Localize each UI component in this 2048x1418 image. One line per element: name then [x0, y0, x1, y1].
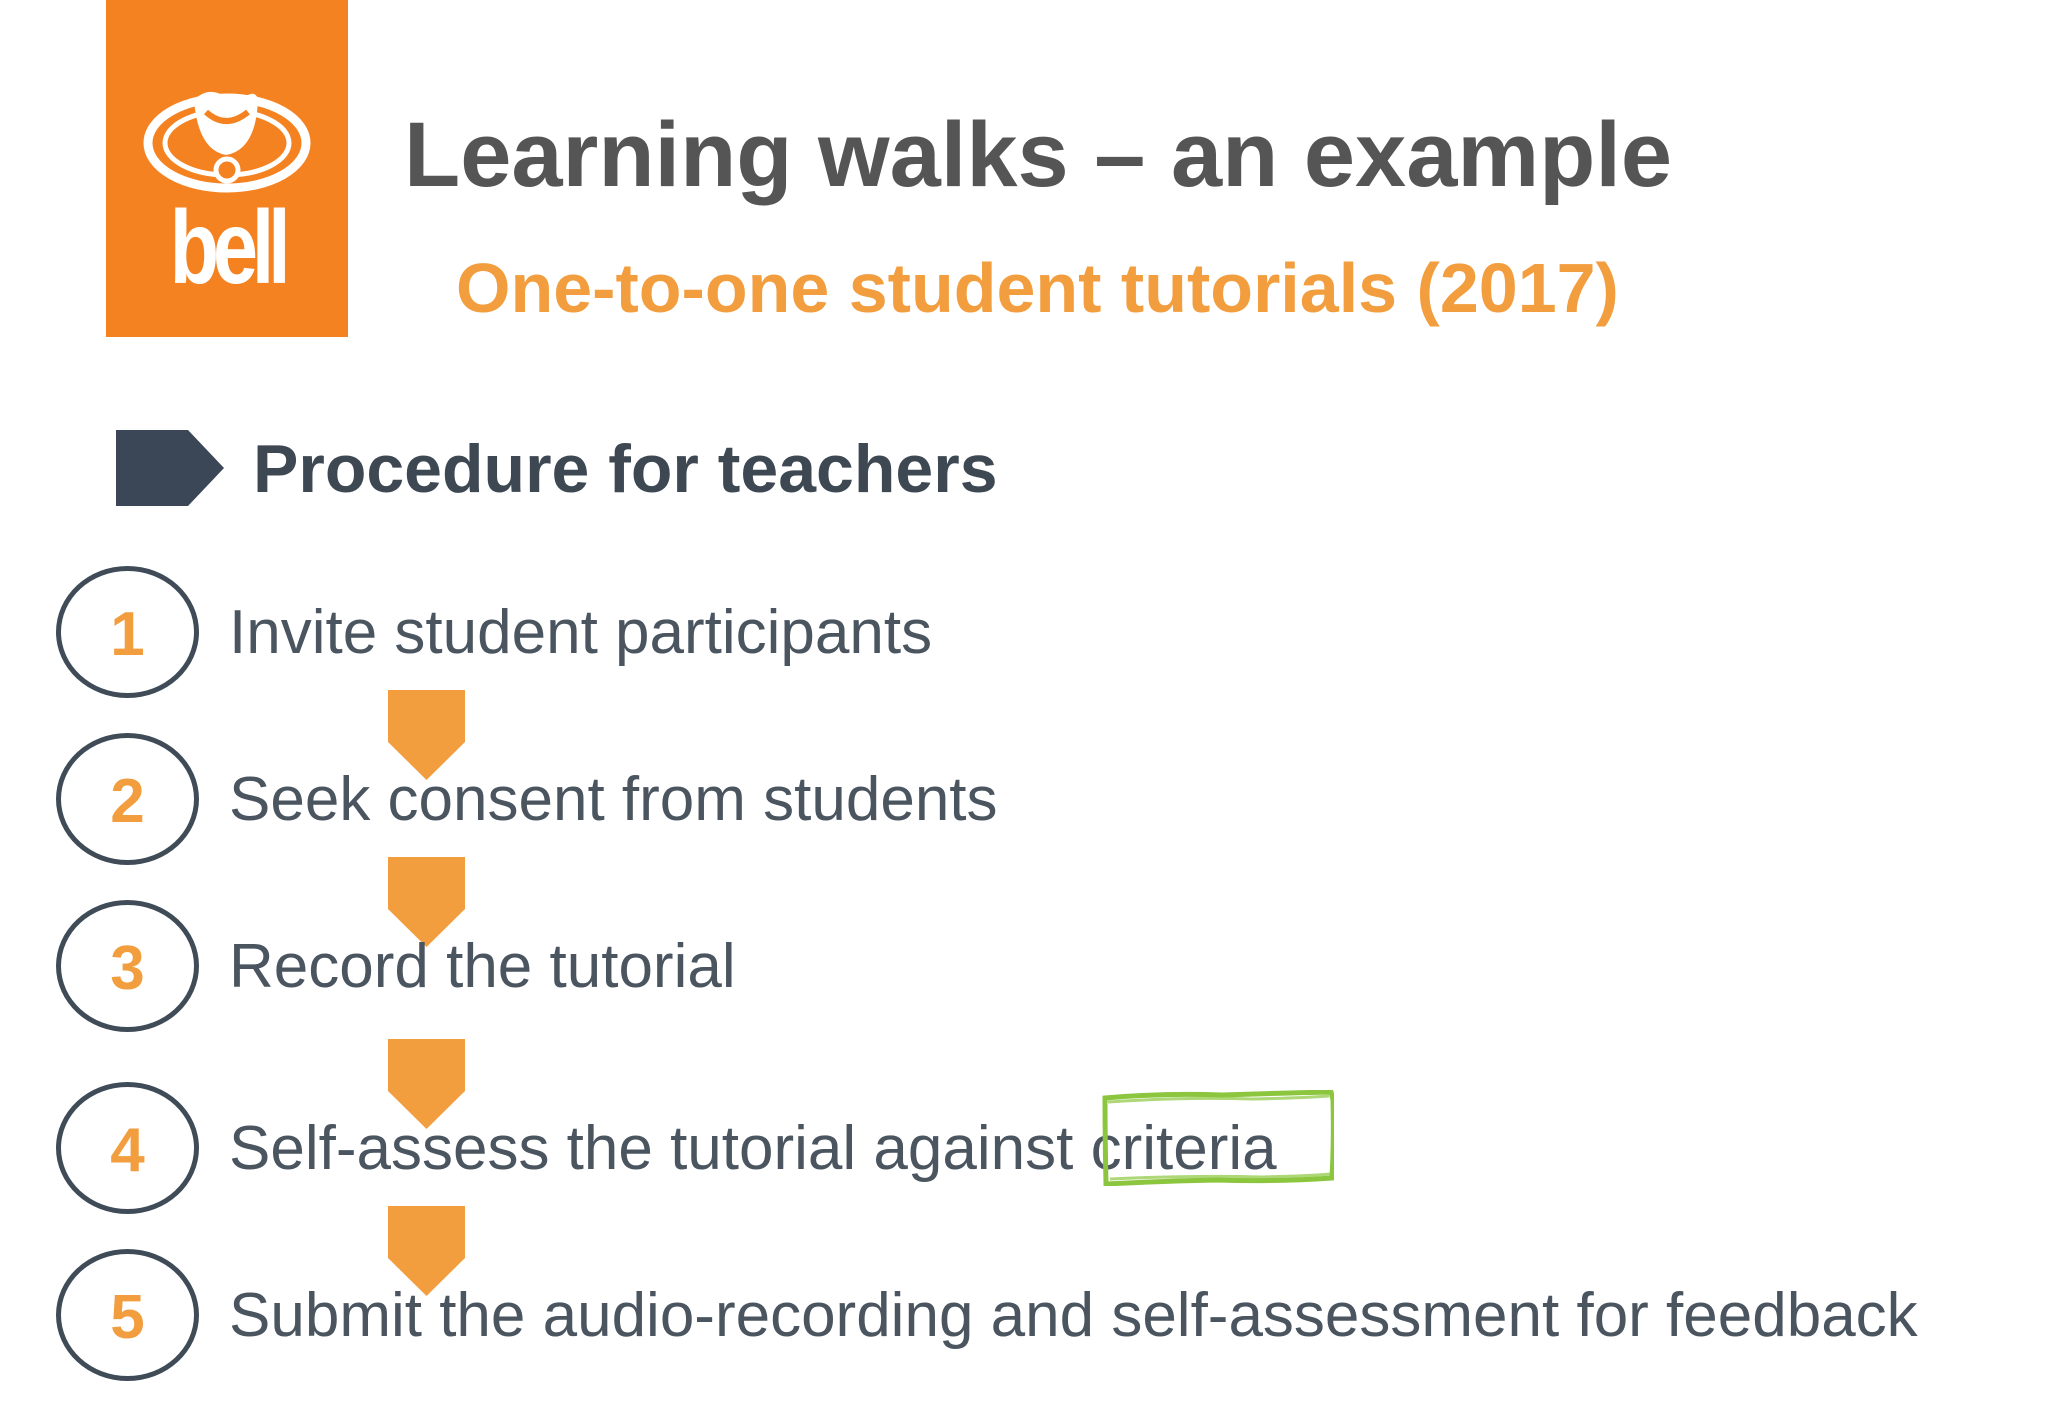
step-number-circle: 3: [56, 900, 199, 1032]
bell-logo: bell: [106, 0, 348, 337]
step-number: 4: [110, 1116, 145, 1185]
down-arrow-icon: [388, 1039, 465, 1129]
step-item: 5 Submit the audio-recording and self-as…: [0, 1249, 2048, 1399]
step-text: Seek consent from students: [229, 765, 998, 834]
step-number: 2: [110, 767, 145, 836]
down-arrow-icon: [388, 690, 465, 780]
step-text: Submit the audio-recording and self-asse…: [229, 1281, 1918, 1350]
step-number: 5: [110, 1283, 145, 1352]
pentagon-arrow-icon: [116, 430, 224, 506]
step-item: 3 Record the tutorial: [0, 900, 2048, 1050]
down-arrow-icon: [388, 1206, 465, 1296]
step-number-circle: 2: [56, 733, 199, 865]
slide-subtitle: One-to-one student tutorials (2017): [456, 249, 1619, 327]
criteria-highlight-box: [1102, 1090, 1334, 1186]
step-number-circle: 4: [56, 1082, 199, 1214]
step-item: 1 Invite student participants: [0, 566, 2048, 716]
step-number-circle: 1: [56, 566, 199, 698]
step-number: 3: [110, 934, 145, 1003]
step-text: Record the tutorial: [229, 932, 736, 1001]
step-number-circle: 5: [56, 1249, 199, 1381]
section-heading: Procedure for teachers: [253, 431, 998, 507]
step-item: 2 Seek consent from students: [0, 733, 2048, 883]
step-item: 4 Self-assess the tutorial against crite…: [0, 1082, 2048, 1232]
step-text: Self-assess the tutorial against criteri…: [229, 1118, 1277, 1180]
down-arrow-icon: [388, 857, 465, 947]
step-text-main: Self-assess the tutorial against: [229, 1114, 1074, 1183]
step-number: 1: [110, 600, 145, 669]
bell-icon: [143, 91, 311, 193]
logo-wordmark: bell: [169, 190, 291, 306]
slide-title: Learning walks – an example: [404, 104, 1673, 206]
criteria-highlight-text: criteria: [1090, 1114, 1277, 1183]
step-text: Invite student participants: [229, 598, 933, 667]
